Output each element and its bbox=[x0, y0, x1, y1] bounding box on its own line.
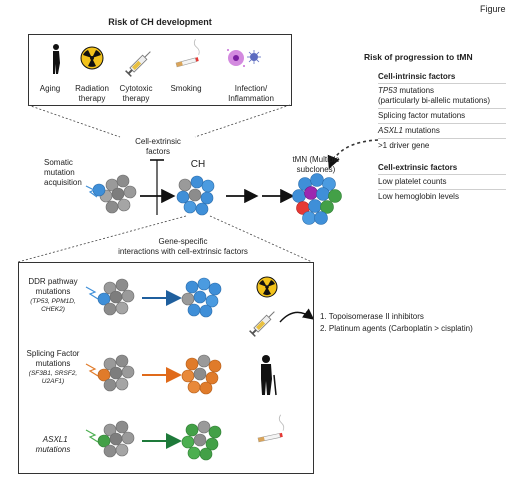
microbe-icon bbox=[227, 49, 261, 67]
extrinsic-item-1: Low hemoglobin levels bbox=[378, 192, 459, 201]
splicing-title: Splicing Factor mutations bbox=[26, 349, 80, 368]
therapy-item-0: 1. Topoisomerase II inhibitors bbox=[320, 312, 424, 321]
risk-item-cytotoxic: Cytotoxic therapy bbox=[119, 84, 153, 103]
tmn-cell-cluster bbox=[292, 173, 342, 225]
ch-label: CH bbox=[190, 159, 206, 170]
asxl1-after-cluster bbox=[181, 420, 222, 461]
tmn-label: tMN (Multiple subclones) bbox=[292, 155, 340, 174]
progression-title: Risk of progression to tMN bbox=[364, 52, 473, 62]
healthy-cell-cluster bbox=[85, 174, 137, 214]
risk-of-ch-title: Risk of CH development bbox=[108, 17, 212, 27]
lightning-icon bbox=[85, 363, 99, 377]
asxl1-before-cluster bbox=[97, 420, 135, 458]
radiation-icon bbox=[256, 276, 278, 298]
intrinsic-title: Cell-intrinsic factors bbox=[378, 72, 456, 81]
risk-item-infection: Infection/ Inflammation bbox=[228, 84, 274, 103]
intrinsic-item-0-detail: (particularly bi-allelic mutations) bbox=[378, 96, 491, 105]
extrinsic-item-0: Low platelet counts bbox=[378, 177, 447, 186]
radiation-icon bbox=[80, 46, 104, 70]
risk-item-aging: Aging bbox=[39, 84, 61, 93]
splicing-row bbox=[85, 354, 277, 396]
elderly-person-icon bbox=[53, 44, 60, 74]
ddr-before-cluster bbox=[97, 278, 135, 316]
intrinsic-item-3: >1 driver gene bbox=[378, 141, 430, 150]
extrinsic-title: Cell-extrinsic factors bbox=[378, 163, 458, 172]
lightning-icon bbox=[85, 286, 99, 300]
splicing-before-cluster bbox=[97, 354, 135, 392]
risk-of-ch-box bbox=[28, 34, 292, 106]
somatic-mutation-label: Somatic mutation acquisition bbox=[44, 158, 82, 187]
risk-item-smoking: Smoking bbox=[170, 84, 202, 93]
cigarette-icon bbox=[257, 414, 285, 443]
ddr-row bbox=[85, 276, 315, 337]
splicing-genes: (SF3B1, SRSF2, U2AF1) bbox=[28, 370, 78, 385]
intrinsic-item-0: TP53 mutations bbox=[378, 86, 435, 95]
intrinsic-item-1: Splicing factor mutations bbox=[378, 111, 466, 120]
gene-specific-box bbox=[18, 262, 314, 474]
gene-specific-label: Gene-specific interactions with cell-ext… bbox=[118, 237, 248, 256]
lightning-icon bbox=[85, 429, 99, 443]
syringe-icon bbox=[249, 311, 275, 337]
asxl1-row bbox=[85, 414, 285, 461]
cigarette-icon bbox=[175, 38, 200, 68]
ddr-after-cluster bbox=[181, 277, 222, 318]
therapy-item-1: 2. Platinum agents (Carboplatin > cispla… bbox=[320, 324, 473, 333]
asxl1-title: ASXL1 mutations bbox=[35, 435, 71, 454]
syringe-icon bbox=[125, 51, 151, 77]
splicing-after-cluster bbox=[181, 354, 222, 395]
cell-extrinsic-label: Cell-extrinsic factors bbox=[135, 137, 181, 156]
ddr-title: DDR pathway mutations bbox=[28, 277, 78, 296]
ddr-genes: (TP53, PPM1D, CHEK2) bbox=[30, 298, 76, 313]
intrinsic-item-2: ASXL1 mutations bbox=[378, 126, 440, 135]
ch-cell-cluster bbox=[176, 175, 215, 216]
elderly-person-icon bbox=[261, 355, 277, 396]
risk-item-radiation: Radiation therapy bbox=[75, 84, 109, 103]
figure-label: Figure bbox=[480, 4, 506, 14]
